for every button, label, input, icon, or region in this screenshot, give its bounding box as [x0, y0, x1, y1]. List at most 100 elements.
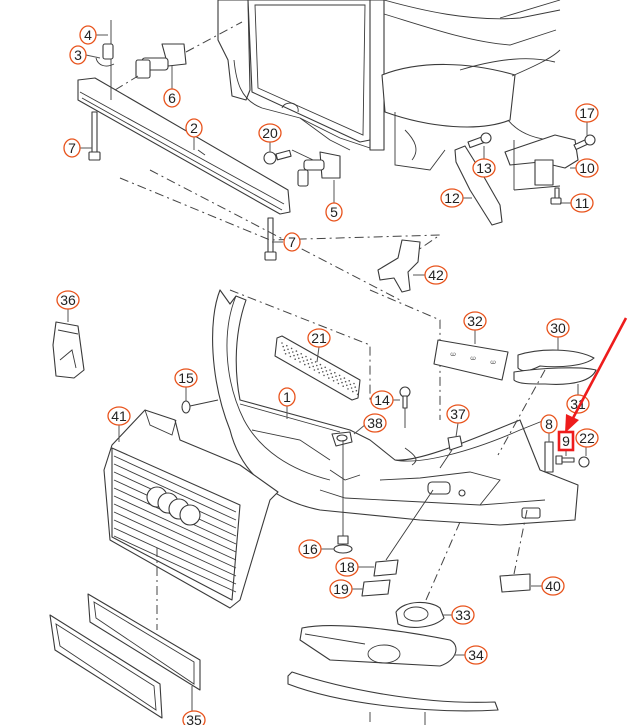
- callout-part-4: 4: [79, 25, 97, 45]
- svg-text:ധ: ധ: [450, 352, 456, 358]
- callout-part-33: 33: [451, 605, 475, 625]
- callout-part-34: 34: [464, 645, 488, 665]
- callout-part-14: 14: [370, 390, 394, 410]
- fog-lamp-grille-34: [299, 625, 457, 667]
- callout-label: 20: [262, 125, 278, 141]
- fog-lamp-trim-33: [395, 521, 461, 628]
- callout-label: 2: [190, 120, 198, 136]
- callout-label: 33: [455, 607, 471, 623]
- clip-37: [439, 435, 463, 469]
- callout-label: 18: [339, 559, 355, 575]
- callout-ring: [258, 123, 282, 143]
- callout-label: 1: [283, 389, 291, 405]
- radiator-carrier: [217, 0, 561, 151]
- callout-ring: [283, 232, 301, 252]
- callout-label: 15: [178, 370, 194, 386]
- guide-10: [504, 134, 579, 191]
- callout-ring: [69, 45, 87, 65]
- plug-15: [181, 399, 219, 414]
- callout-ring: [185, 118, 203, 138]
- callout-ring: [440, 188, 464, 208]
- callout-part-35: 35: [182, 710, 206, 725]
- callout-label: 30: [550, 320, 566, 336]
- part-5-deformation-element: [297, 151, 341, 187]
- callout-label: 38: [367, 415, 383, 431]
- callout-part-7: 7: [63, 138, 81, 158]
- callout-ring: [370, 390, 394, 410]
- callout-part-11: 11: [570, 193, 594, 213]
- callout-part-3: 3: [69, 45, 87, 65]
- callout-label: 42: [428, 267, 444, 283]
- part-3-4-sensor: [95, 20, 115, 100]
- license-plate-foam-21: [274, 335, 361, 401]
- svg-text:ധ: ധ: [470, 356, 476, 362]
- part-6-deformation-element: [114, 21, 243, 91]
- callout-part-6: 6: [163, 88, 181, 108]
- callout-label: 12: [444, 190, 460, 206]
- callout-part-16: 16: [298, 539, 322, 559]
- callout-part-8: 8: [540, 414, 558, 434]
- callout-ring: [325, 202, 343, 222]
- nut-22: [578, 456, 590, 468]
- callout-label: 37: [450, 406, 466, 422]
- callout-label: 16: [302, 541, 318, 557]
- callout-part-32: 32: [463, 311, 487, 331]
- callout-label: 7: [288, 234, 296, 250]
- callout-part-40: 40: [541, 576, 565, 596]
- bolt-7-right: [264, 217, 277, 261]
- callout-label: 40: [545, 578, 561, 594]
- bracket-12: [454, 145, 503, 226]
- callout-label: 13: [476, 160, 492, 176]
- callout-ring: [464, 645, 488, 665]
- callout-part-42: 42: [424, 265, 448, 285]
- callout-label: 10: [579, 160, 595, 176]
- callout-label: 41: [111, 408, 127, 424]
- callout-part-41: 41: [107, 406, 131, 426]
- callout-ring: [174, 368, 198, 388]
- callout-part-1: 1: [278, 387, 296, 407]
- callout-ring: [575, 103, 599, 123]
- callout-ring: [107, 406, 131, 426]
- callout-ring: [451, 605, 475, 625]
- headlight-area: [381, 49, 561, 171]
- red-arrow: [570, 317, 628, 421]
- callout-part-22: 22: [575, 428, 599, 448]
- callout-ring: [79, 25, 97, 45]
- bolt-17: [573, 134, 596, 151]
- callout-ring: [575, 428, 599, 448]
- screw-9: [555, 455, 575, 465]
- callout-ring: [298, 539, 322, 559]
- callout-label: 8: [545, 416, 553, 432]
- callout-part-21: 21: [307, 328, 331, 348]
- cap-19: [361, 579, 391, 597]
- callout-part-10: 10: [575, 158, 599, 178]
- grille-41: [103, 409, 279, 630]
- insert-35: [49, 593, 201, 719]
- bumper-cover: [212, 289, 579, 526]
- callout-part-15: 15: [174, 368, 198, 388]
- callout-label: 6: [168, 90, 176, 106]
- foam-36: [52, 321, 85, 379]
- callout-label: 19: [333, 581, 349, 597]
- washer-nozzle-40: [499, 509, 531, 593]
- callout-ring: [546, 318, 570, 338]
- callout-part-30: 30: [546, 318, 570, 338]
- callout-part-38: 38: [363, 413, 387, 433]
- callout-label: 35: [186, 712, 202, 725]
- callout-ring: [363, 413, 387, 433]
- bracket-42: [377, 239, 421, 293]
- callout-ring: [541, 576, 565, 596]
- callout-part-9: 9: [557, 430, 575, 452]
- cap-18: [373, 489, 434, 577]
- callout-part-18: 18: [335, 557, 359, 577]
- callout-ring: [540, 414, 558, 434]
- bumper-crash-bar: [77, 77, 291, 215]
- svg-text:ധ: ധ: [490, 360, 496, 366]
- callout-ring: [463, 311, 487, 331]
- callout-label: 34: [468, 647, 484, 663]
- bolt-13: [467, 132, 492, 149]
- lower-trim-strip: [287, 671, 499, 725]
- callout-part-5: 5: [325, 202, 343, 222]
- highlight-annotation: [565, 317, 628, 433]
